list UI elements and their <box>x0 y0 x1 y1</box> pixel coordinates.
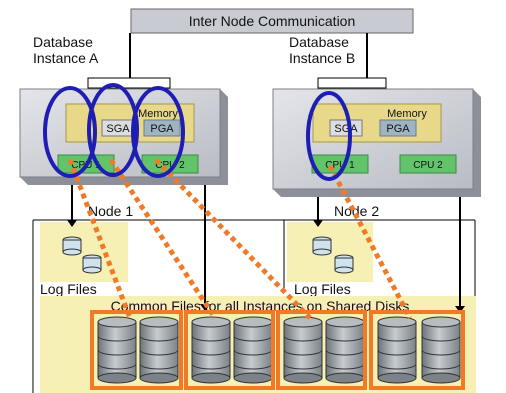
node-1-log-files: Log Files <box>40 222 128 297</box>
node-2-cpu-2-label: CPU 2 <box>413 160 443 171</box>
shared-disk-icon <box>377 316 417 384</box>
node-2: Memory SGA PGA CPU 1 CPU 2 <box>272 77 481 197</box>
shared-disk-icon <box>191 316 231 384</box>
shared-disk-icon <box>421 316 461 384</box>
node-2-log-files: Log Files <box>287 222 373 297</box>
node-1-pga-label: PGA <box>150 123 174 135</box>
node-2-cpu-1-label: CPU 1 <box>325 160 355 171</box>
orange-access-paths <box>67 158 413 320</box>
instance-b-line2: Instance B <box>289 50 355 66</box>
disk-row <box>97 316 461 384</box>
shared-disk-icon <box>139 316 179 384</box>
node-2-memory-label: Memory <box>387 108 427 120</box>
node-2-pga-label: PGA <box>386 123 410 135</box>
disk-group-brackets <box>90 310 465 390</box>
node-1-name: Node 1 <box>88 203 133 219</box>
node-1-sga-label: SGA <box>106 123 130 135</box>
node-2-log-label: Log Files <box>294 281 351 297</box>
shared-disk-icon <box>233 316 273 384</box>
node-2-pga <box>379 119 417 137</box>
node-2-sga <box>329 119 363 137</box>
instance-a-label: Database Instance A <box>33 34 99 66</box>
node-2-name: Node 2 <box>334 203 379 219</box>
node-1-pga <box>143 119 181 137</box>
node-1-cpu-2-label: CPU 2 <box>155 160 185 171</box>
instance-a-line1: Database <box>33 34 93 50</box>
node-connectors <box>67 185 465 313</box>
node-1-memory-label: Memory <box>138 108 178 120</box>
inter-node-communication-label: Inter Node Communication <box>189 13 356 29</box>
node-1-log-label: Log Files <box>40 281 97 297</box>
instance-b-line1: Database <box>289 34 349 50</box>
node-2-cpu-2 <box>399 154 457 174</box>
node-2-sga-label: SGA <box>334 123 358 135</box>
highlight-ellipses <box>43 83 352 181</box>
instance-b-label: Database Instance B <box>289 34 355 66</box>
instance-a-line2: Instance A <box>33 50 99 66</box>
inter-node-communication: Inter Node Communication <box>130 8 414 34</box>
shared-disk-icon <box>97 316 137 384</box>
shared-disk-icon <box>283 316 323 384</box>
shared-disk-icon <box>325 316 365 384</box>
